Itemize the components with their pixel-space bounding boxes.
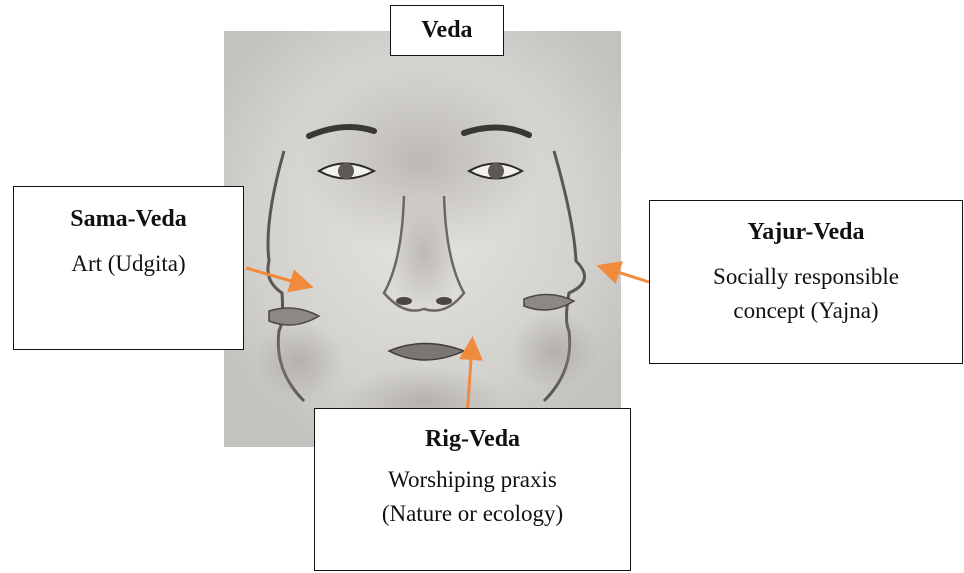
sama-veda-description: Art (Udgita) (14, 247, 243, 281)
yajur-veda-description-line-2: concept (Yajna) (650, 294, 962, 328)
rig-veda-title: Rig-Veda (315, 425, 630, 453)
rig-veda-description-line-1: Worshiping praxis (315, 463, 630, 497)
sama-veda-label-box: Sama-Veda Art (Udgita) (13, 186, 244, 350)
yajur-veda-label-box: Yajur-Veda Socially responsible concept … (649, 200, 963, 364)
veda-label-box: Veda (390, 5, 504, 56)
rig-veda-label-box: Rig-Veda Worshiping praxis (Nature or ec… (314, 408, 631, 571)
yajur-veda-title: Yajur-Veda (650, 218, 962, 246)
four-faced-portrait-drawing (224, 31, 621, 447)
veda-title: Veda (391, 16, 503, 44)
sama-veda-title: Sama-Veda (14, 205, 243, 233)
rig-veda-description-line-2: (Nature or ecology) (315, 497, 630, 531)
yajur-veda-description-line-1: Socially responsible (650, 260, 962, 294)
